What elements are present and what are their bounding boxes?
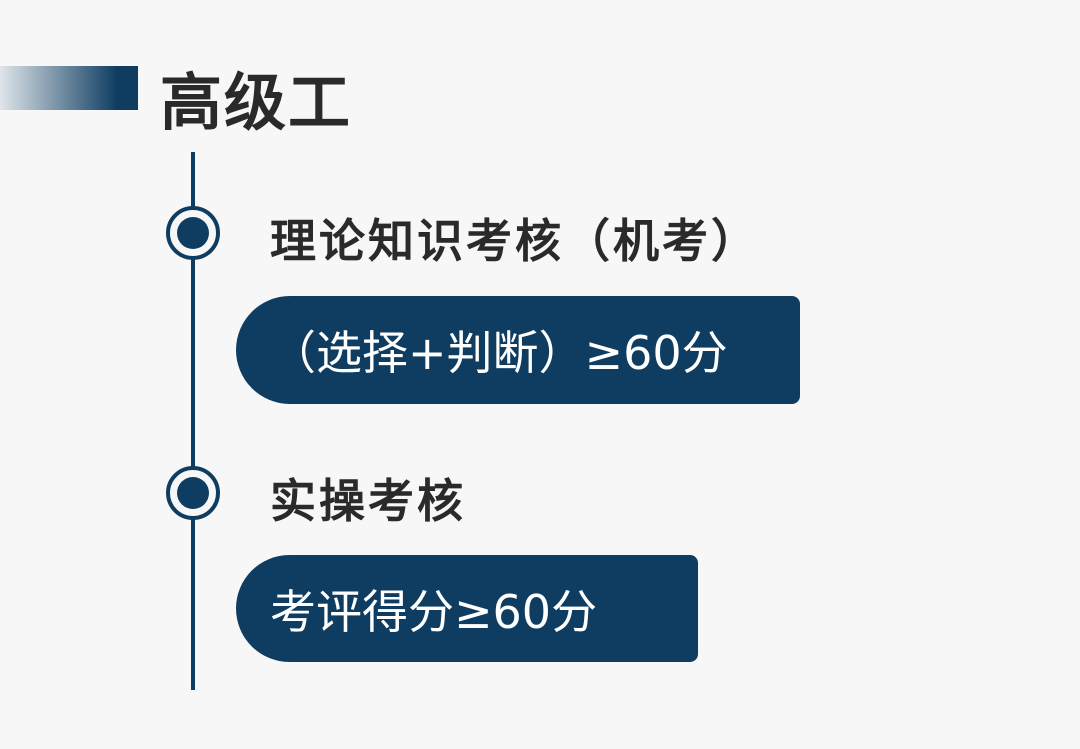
requirement-badge: （选择+判断）≥60分 (236, 296, 800, 404)
timeline-marker-icon (166, 206, 220, 260)
step-heading: 理论知识考核（机考） (270, 214, 760, 268)
title-gradient-bar (0, 66, 138, 110)
page-title: 高级工 (160, 66, 353, 139)
requirement-badge: 考评得分≥60分 (236, 555, 698, 662)
step-heading: 实操考核 (270, 474, 466, 528)
timeline-marker-icon (166, 466, 220, 520)
timeline-line (191, 152, 195, 690)
